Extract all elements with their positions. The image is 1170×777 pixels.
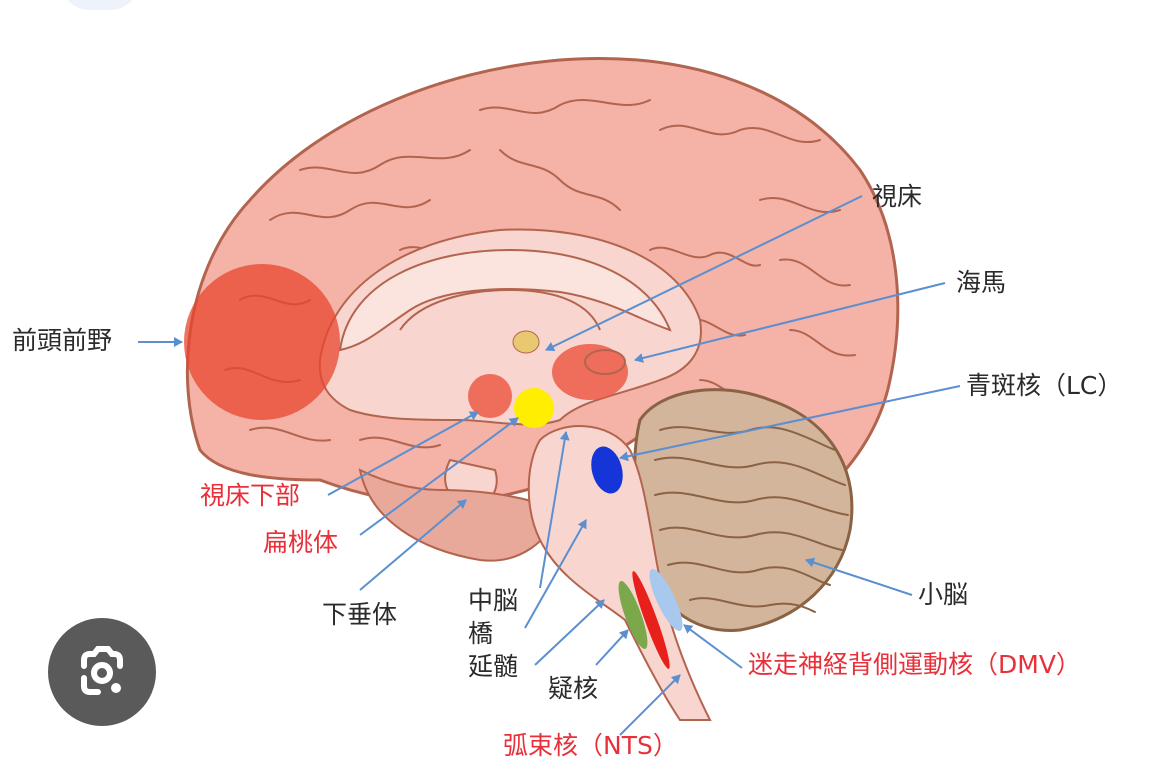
nts-spot <box>632 571 670 669</box>
arrow-medulla <box>534 599 605 666</box>
arrow-pituitary <box>359 499 467 591</box>
arrow-hippocampus <box>634 282 946 363</box>
label-nts: 弧束核（NTS） <box>503 731 678 760</box>
dmv-spot <box>649 568 683 632</box>
label-thalamus: 視床 <box>872 182 923 211</box>
arrow-nucleus-ambiguus <box>595 629 629 666</box>
locus-coeruleus-spot <box>591 446 623 494</box>
arrow-amygdala <box>359 417 519 536</box>
top-corner-decoration <box>60 0 140 10</box>
label-hypothalamus: 視床下部 <box>200 481 301 510</box>
nucleus-ambiguus-spot <box>618 581 648 649</box>
label-locus-coeruleus: 青斑核（LC） <box>966 371 1123 400</box>
fornix <box>399 288 601 331</box>
label-nucleus-ambiguus: 疑核 <box>548 674 599 703</box>
thalamus-spot <box>512 330 540 354</box>
amygdala-spot <box>514 388 554 428</box>
label-hippocampus: 海馬 <box>956 268 1007 297</box>
arrow-pons <box>524 519 587 629</box>
label-amygdala: 扁桃体 <box>263 528 339 557</box>
cerebellum-shape <box>633 388 854 632</box>
arrow-dmv <box>683 624 743 669</box>
google-lens-button[interactable] <box>48 618 156 726</box>
arrow-hypothalamus <box>327 411 479 496</box>
prefrontal-highlight <box>184 264 340 420</box>
arrow-nts <box>619 674 681 736</box>
arrow-cerebellum <box>805 557 913 596</box>
arrow-locus-coeruleus <box>619 385 961 462</box>
hippocampus-highlight <box>552 344 628 400</box>
label-midbrain: 中脳 <box>468 586 519 615</box>
hypothalamus-highlight <box>468 374 512 418</box>
arrow-thalamus <box>545 195 863 351</box>
label-dmv: 迷走神経背側運動核（DMV） <box>748 650 1081 679</box>
hippocampus-inner <box>584 349 626 375</box>
label-cerebellum: 小脳 <box>918 580 969 609</box>
label-medulla: 延髄 <box>468 652 519 681</box>
google-lens-icon <box>81 646 123 695</box>
corpus-callosum <box>338 248 672 352</box>
arrow-midbrain <box>539 431 570 589</box>
label-pons: 橋 <box>468 619 494 648</box>
label-prefrontal: 前頭前野 <box>12 326 113 355</box>
label-pituitary: 下垂体 <box>322 600 398 629</box>
